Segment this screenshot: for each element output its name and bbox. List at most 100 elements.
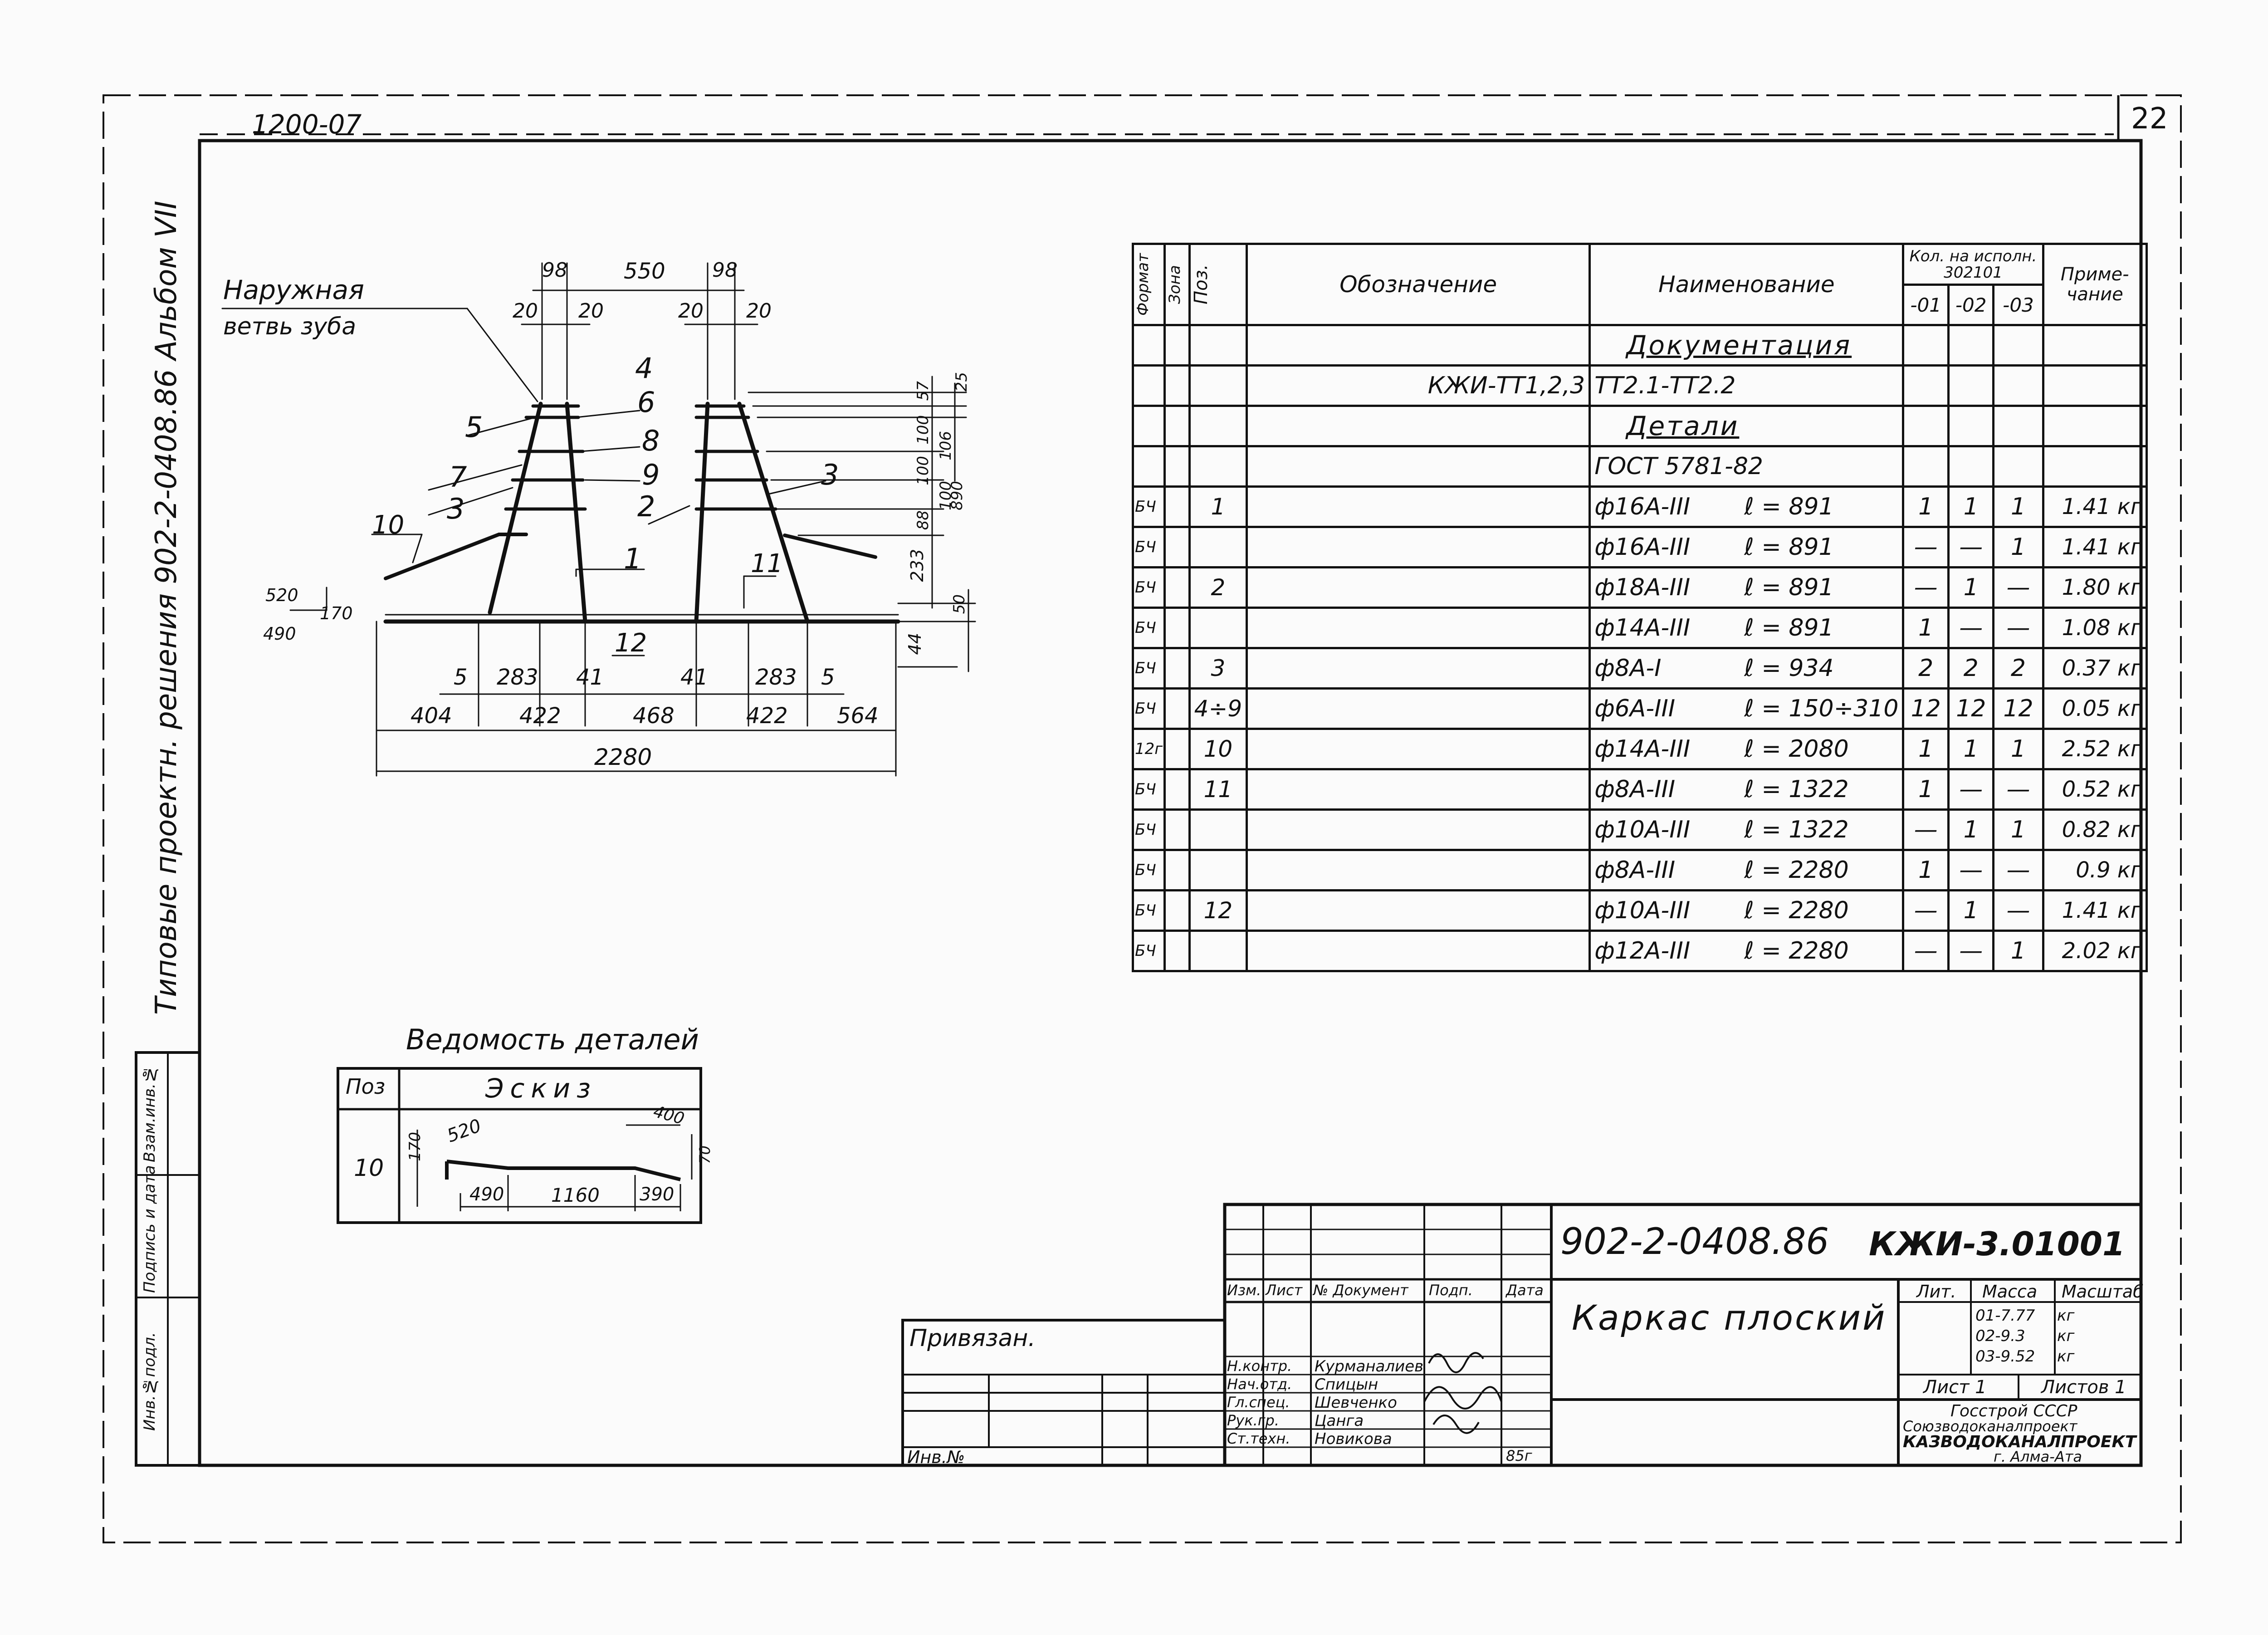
page-number: 22 [2131, 102, 2168, 136]
detail-sheet-title: Ведомость деталей [406, 1023, 699, 1056]
doc-code: 902-2-0408.86 [1560, 1220, 1829, 1263]
signer-role: Ст.техн. [1227, 1430, 1290, 1447]
spec-cell-name: Детали [1589, 405, 1905, 447]
mass-02: 02-9.3 [1975, 1327, 2025, 1345]
dim-top-98-left: 98 [542, 259, 567, 282]
spec-length: ℓ = 891 [1744, 493, 1834, 520]
col-note: Приме-чание [2042, 243, 2148, 326]
dim-top-20-a: 20 [513, 299, 538, 323]
spec-name: ф10А-III [1594, 816, 1691, 843]
spec-cell-q2: 1 [1947, 808, 1995, 851]
spec-cell-note: 2.02 кг [2042, 930, 2148, 972]
col-designation: Обозначение [1246, 243, 1591, 326]
pos-11: 11 [751, 549, 783, 578]
spec-cell-designation [1246, 808, 1591, 851]
spec-name: ф10А-III [1594, 897, 1691, 924]
signer-role: Гл.спец. [1227, 1394, 1290, 1411]
dim-top-550: 550 [624, 259, 665, 284]
detail-dim-390: 390 [640, 1184, 675, 1205]
rev-header-date: Дата [1506, 1282, 1544, 1299]
pos-6: 6 [637, 386, 655, 419]
spec-cell-q3: 1 [1992, 930, 2044, 972]
mass-01: 01-7.77 [1975, 1307, 2035, 1325]
spec-cell-designation [1246, 566, 1591, 609]
spec-cell-designation [1246, 526, 1591, 568]
spec-cell-format: БЧ [1131, 768, 1166, 811]
dim-bottom-283-right: 283 [755, 665, 797, 690]
spec-cell-format: БЧ [1131, 930, 1166, 972]
spec-cell-pos [1188, 526, 1248, 568]
spec-cell-note: 1.41 кг [2042, 889, 2148, 932]
pos-3-left: 3 [447, 492, 465, 525]
spec-name: ф8А-I [1594, 655, 1662, 682]
org-line-3: КАЗВОДОКАНАЛПРОЕКТ [1903, 1433, 2136, 1451]
dim-top-98-right: 98 [712, 259, 738, 282]
spec-cell-zone [1163, 445, 1191, 488]
spec-name: ф16А-III [1594, 534, 1691, 561]
bound-label: Привязан. [909, 1325, 1036, 1352]
spec-cell-q1: 12 [1902, 687, 1950, 730]
spec-cell-q2: 1 [1947, 889, 1995, 932]
signer-name: Шевченко [1315, 1394, 1397, 1412]
col-qty-title: Кол. на исполн. 302101 [1902, 243, 2044, 286]
spec-cell-q2: 1 [1947, 566, 1995, 609]
pos-2: 2 [637, 490, 655, 523]
spec-cell-q2: — [1947, 526, 1995, 568]
mass-label: Масса [1982, 1282, 2038, 1302]
spec-cell-note [2042, 364, 2148, 407]
spec-cell-format [1131, 405, 1166, 447]
spec-cell-q2: 1 [1947, 485, 1995, 528]
spec-length: ℓ = 2280 [1744, 857, 1849, 884]
spec-cell-zone [1163, 889, 1191, 932]
spec-row: Детали [1131, 405, 2148, 447]
dim-bottom-41-right: 41 [680, 665, 709, 690]
spec-cell-designation [1246, 445, 1591, 488]
col-qty-03: -03 [1992, 284, 2044, 326]
spec-cell-note [2042, 445, 2148, 488]
dim-left-520: 520 [265, 585, 298, 605]
spec-cell-zone [1163, 647, 1191, 690]
spec-name: ф8А-III [1594, 776, 1676, 803]
spec-cell-designation [1246, 324, 1591, 367]
spec-cell-q1: 1 [1902, 728, 1950, 770]
dim-bottom-468: 468 [633, 703, 675, 729]
spec-cell-q2: — [1947, 930, 1995, 972]
spec-cell-note [2042, 405, 2148, 447]
dim-top-20-b: 20 [578, 299, 604, 323]
spec-cell-q2: — [1947, 849, 1995, 891]
spec-cell-pos [1188, 808, 1248, 851]
rev-header-sign: Подп. [1429, 1282, 1473, 1299]
signer-role: Н.контр. [1227, 1357, 1292, 1375]
spec-cell-note: 0.9 кг [2042, 849, 2148, 891]
pos-4: 4 [635, 352, 653, 385]
spec-cell-name: ГОСТ 5781-82 [1589, 445, 1905, 488]
dim-top-20-c: 20 [678, 299, 704, 323]
spec-cell-pos [1188, 364, 1248, 407]
spec-cell-note: 0.82 кг [2042, 808, 2148, 851]
pos-8: 8 [642, 424, 660, 457]
detail-col-sketch: Эскиз [485, 1073, 597, 1104]
spec-cell-pos: 11 [1188, 768, 1248, 811]
spec-cell-note: 2.52 кг [2042, 728, 2148, 770]
signer-role: Нач.отд. [1227, 1376, 1292, 1393]
spec-cell-zone [1163, 607, 1191, 649]
spec-cell-note: 0.37 кг [2042, 647, 2148, 690]
detail-col-pos: Поз [346, 1074, 386, 1099]
spec-cell-format: БЧ [1131, 526, 1166, 568]
spec-name: ТТ2.1-ТТ2.2 [1594, 372, 1736, 399]
spec-cell-zone [1163, 808, 1191, 851]
sheet-label: Лист 1 [1923, 1377, 1987, 1398]
org-line-1: Госстрой СССР [1950, 1402, 2077, 1420]
spec-name: Детали [1626, 411, 1740, 441]
